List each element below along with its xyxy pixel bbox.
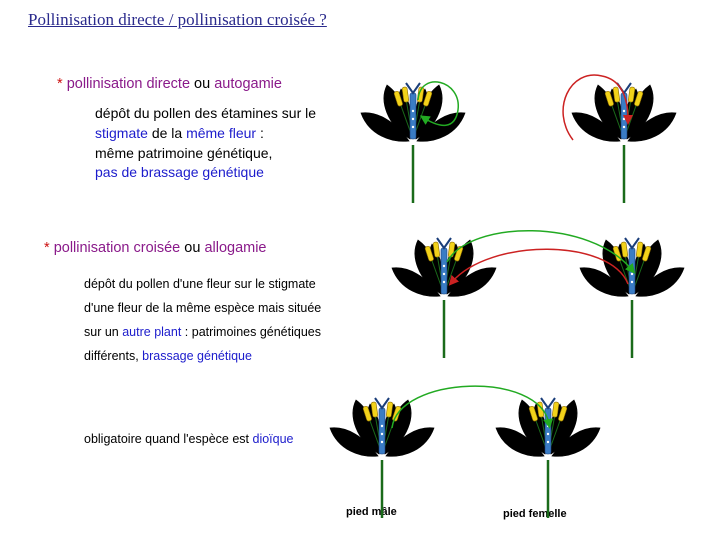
page-title: Pollinisation directe / pollinisation cr…	[28, 10, 327, 29]
section1-line1: dépôt du pollen des étamines sur le	[95, 105, 317, 121]
caption-female: pied femelle	[503, 508, 567, 520]
arrow-green-allogamy	[446, 230, 636, 274]
flower-pink-allogamy	[578, 236, 686, 360]
arrow-red-allogamy	[448, 248, 629, 286]
section2-line4: différents, brassage génétique	[84, 349, 252, 363]
section2-line1: dépôt du pollen d'une fleur sur le stigm…	[84, 277, 316, 291]
arrow-red-autogamy	[562, 74, 633, 141]
arrow-green-dioecious	[391, 385, 554, 429]
flower-red-allogamy	[390, 236, 498, 360]
flower-red-male	[328, 396, 436, 520]
flower-red-autogamy	[359, 81, 467, 205]
arrow-green-autogamy	[417, 81, 459, 126]
section1-line3: même patrimoine génétique,	[95, 145, 273, 161]
flower-pink-female	[494, 396, 602, 520]
section1-line4: pas de brassage génétique	[95, 164, 264, 180]
flower-pink-autogamy	[570, 81, 678, 205]
caption-male: pied mâle	[346, 506, 397, 518]
section1-heading: * pollinisation directe ou autogamie	[57, 76, 282, 92]
section2-heading: * pollinisation croisée ou allogamie	[44, 240, 267, 256]
section2-line2: d'une fleur de la même espèce mais situé…	[84, 301, 322, 315]
section3-line: obligatoire quand l'espèce est dioïque	[84, 432, 294, 446]
section2-line3: sur un autre plant : patrimoines génétiq…	[84, 325, 321, 339]
section1-line2: stigmate de la même fleur :	[95, 125, 264, 141]
